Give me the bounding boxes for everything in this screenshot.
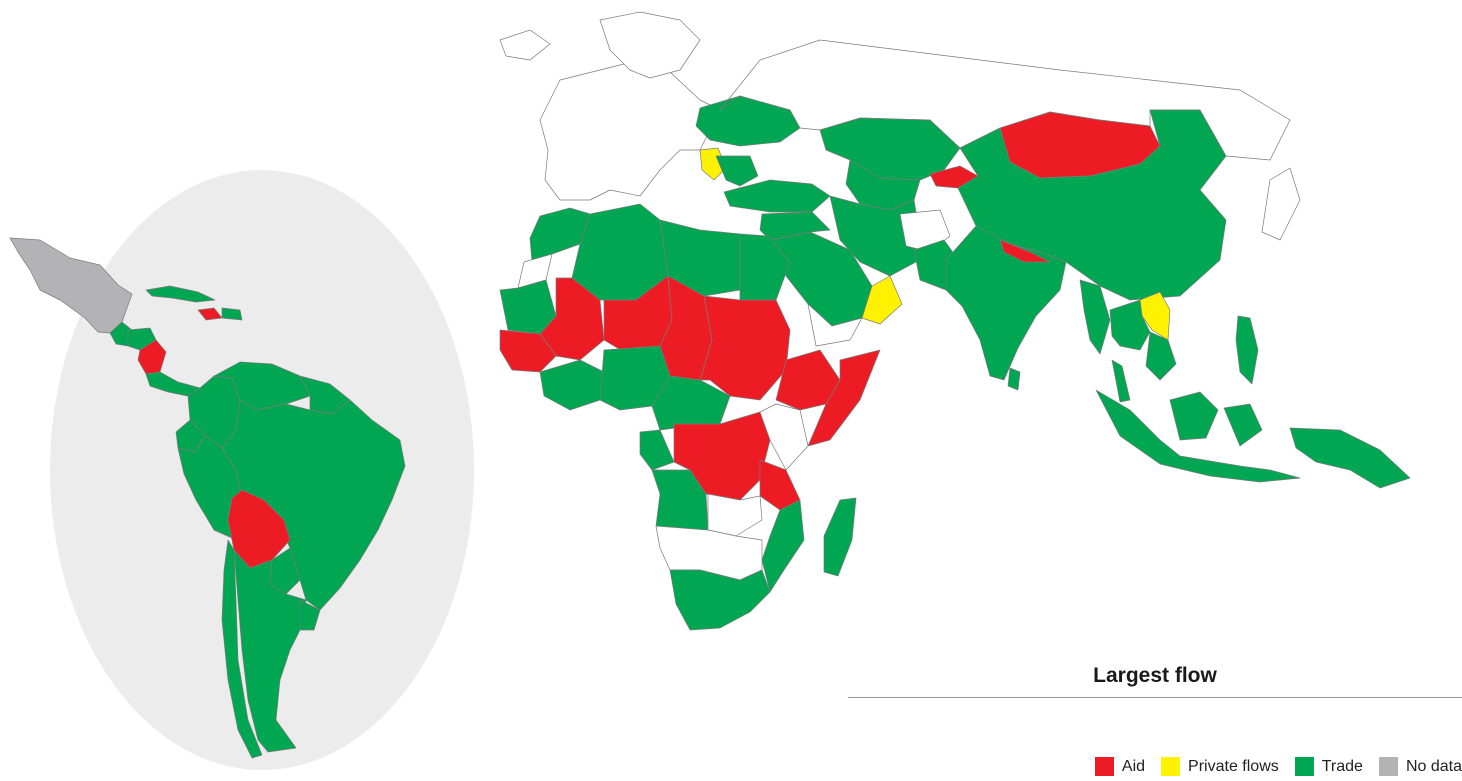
region-india[interactable] — [945, 225, 1067, 381]
region-sudan[interactable] — [699, 295, 791, 401]
region-turkey[interactable] — [723, 179, 831, 213]
region-balkans[interactable] — [715, 155, 759, 187]
region-morocco[interactable] — [529, 207, 591, 263]
region-thailand[interactable] — [1109, 299, 1151, 351]
region-zambia — [707, 493, 763, 537]
region-ukraine[interactable] — [695, 95, 801, 147]
region-argentina[interactable] — [233, 549, 307, 753]
region-russia-outline — [719, 39, 1291, 161]
legend-item-private: Private flows — [1161, 757, 1279, 776]
region-myanmar[interactable] — [1079, 279, 1111, 355]
region-tanzania[interactable] — [759, 459, 801, 511]
legend-item-aid: Aid — [1094, 757, 1146, 776]
region-mozambique[interactable] — [761, 499, 805, 593]
region-central-african-block[interactable] — [651, 375, 731, 431]
legend-item-trade: Trade — [1294, 757, 1363, 776]
region-sri-lanka[interactable] — [1007, 367, 1021, 391]
legend-label-nodata: No data — [1405, 757, 1462, 775]
region-mexico[interactable] — [9, 237, 133, 334]
region-oman[interactable] — [861, 275, 903, 325]
region-chile[interactable] — [221, 539, 263, 759]
legend-items: Aid Private flows Trade No data — [1079, 757, 1462, 776]
region-papua-new-guinea[interactable] — [1289, 427, 1411, 489]
legend-title: Largest flow — [1093, 664, 1217, 687]
legend-divider — [848, 697, 1462, 698]
legend: Largest flow Aid Private flows Trade No dat… — [848, 664, 1462, 781]
legend-label-trade: Trade — [1321, 757, 1363, 775]
region-somalia[interactable] — [807, 349, 881, 447]
legend-swatch-trade — [1294, 757, 1314, 776]
region-philippines[interactable] — [1235, 315, 1259, 385]
region-kazakhstan[interactable] — [819, 117, 961, 181]
legend-item-nodata: No data — [1378, 757, 1462, 776]
region-uruguay[interactable] — [299, 599, 321, 631]
region-greenland-outline — [499, 29, 551, 61]
legend-swatch-private — [1161, 757, 1181, 776]
region-europe-west — [539, 59, 721, 201]
region-congo[interactable] — [639, 429, 675, 471]
countries-layer — [9, 11, 1411, 759]
legend-label-aid: Aid — [1121, 757, 1146, 775]
region-cuba[interactable] — [145, 285, 216, 303]
region-malay-peninsula[interactable] — [1111, 359, 1131, 403]
region-madagascar[interactable] — [823, 497, 857, 577]
region-dominican-republic[interactable] — [221, 307, 243, 321]
region-nepal[interactable] — [999, 239, 1051, 263]
region-yemen — [807, 303, 863, 347]
region-levant[interactable] — [759, 211, 831, 241]
outline-only-landmass — [499, 29, 1301, 241]
region-egypt[interactable] — [739, 233, 791, 301]
region-indonesia[interactable] — [1095, 389, 1301, 483]
legend-label-private: Private flows — [1188, 757, 1279, 775]
region-guinea-coast[interactable] — [539, 359, 605, 411]
region-south-africa[interactable] — [669, 569, 771, 631]
region-bolivia[interactable] — [227, 489, 291, 569]
region-indochina[interactable] — [1145, 331, 1177, 381]
legend-swatch-aid — [1094, 757, 1114, 776]
legend-swatch-nodata — [1378, 757, 1398, 776]
region-japan-outline — [1261, 167, 1301, 241]
region-dr-congo[interactable] — [673, 411, 771, 501]
region-venezuela[interactable] — [213, 361, 311, 411]
region-scandinavia — [599, 11, 701, 79]
